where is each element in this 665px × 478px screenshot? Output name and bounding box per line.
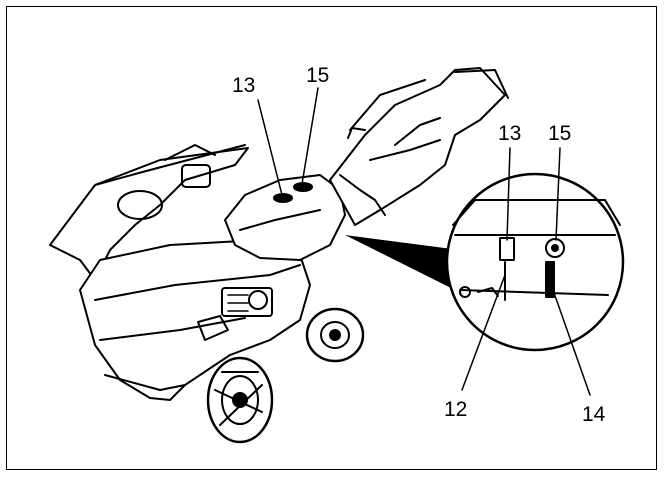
callout-12-detail: 12 [444, 398, 467, 421]
handle-assembly [329, 67, 509, 226]
front-wheel [305, 307, 365, 363]
zoom-wedge [345, 235, 460, 290]
callout-13-main: 13 [232, 74, 255, 97]
callout-leaders [257, 87, 591, 396]
callout-15-detail: 15 [548, 122, 571, 145]
callout-15-main: 15 [306, 64, 329, 87]
detail-view [445, 172, 625, 352]
engine-housing [224, 174, 346, 261]
rear-wheel [206, 356, 274, 444]
callout-13-detail: 13 [498, 122, 521, 145]
callout-14-detail: 14 [582, 403, 606, 426]
mower-body [79, 239, 311, 401]
